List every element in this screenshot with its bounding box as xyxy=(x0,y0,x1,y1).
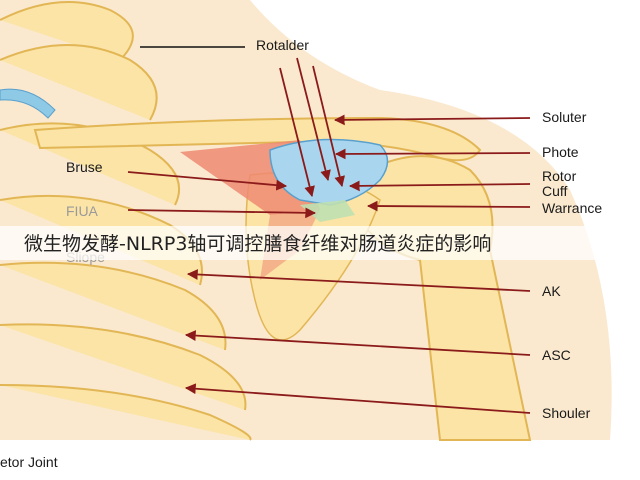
label-photo: Phote xyxy=(542,144,579,160)
blue-vessel xyxy=(0,88,56,119)
label-rotalder: Rotalder xyxy=(256,37,309,53)
label-joint: etor Joint xyxy=(0,454,58,470)
label-bruse: Bruse xyxy=(66,159,103,175)
clavicle xyxy=(33,116,482,162)
label-fiua: FIUA xyxy=(66,203,99,219)
label-cuff: Cuff xyxy=(542,183,568,199)
label-rotor: Rotor xyxy=(542,168,577,184)
label-ak: AK xyxy=(542,283,561,299)
label-warrance: Warrance xyxy=(542,200,602,216)
label-soluter: Soluter xyxy=(542,109,587,125)
caption-banner xyxy=(0,226,640,260)
arrows xyxy=(127,57,531,414)
label-shouler: Shouler xyxy=(542,405,591,421)
label-asc: ASC xyxy=(542,347,571,363)
caption-text: 微生物发酵-NLRP3轴可调控膳食纤维对肠道炎症的影响 xyxy=(24,233,492,255)
